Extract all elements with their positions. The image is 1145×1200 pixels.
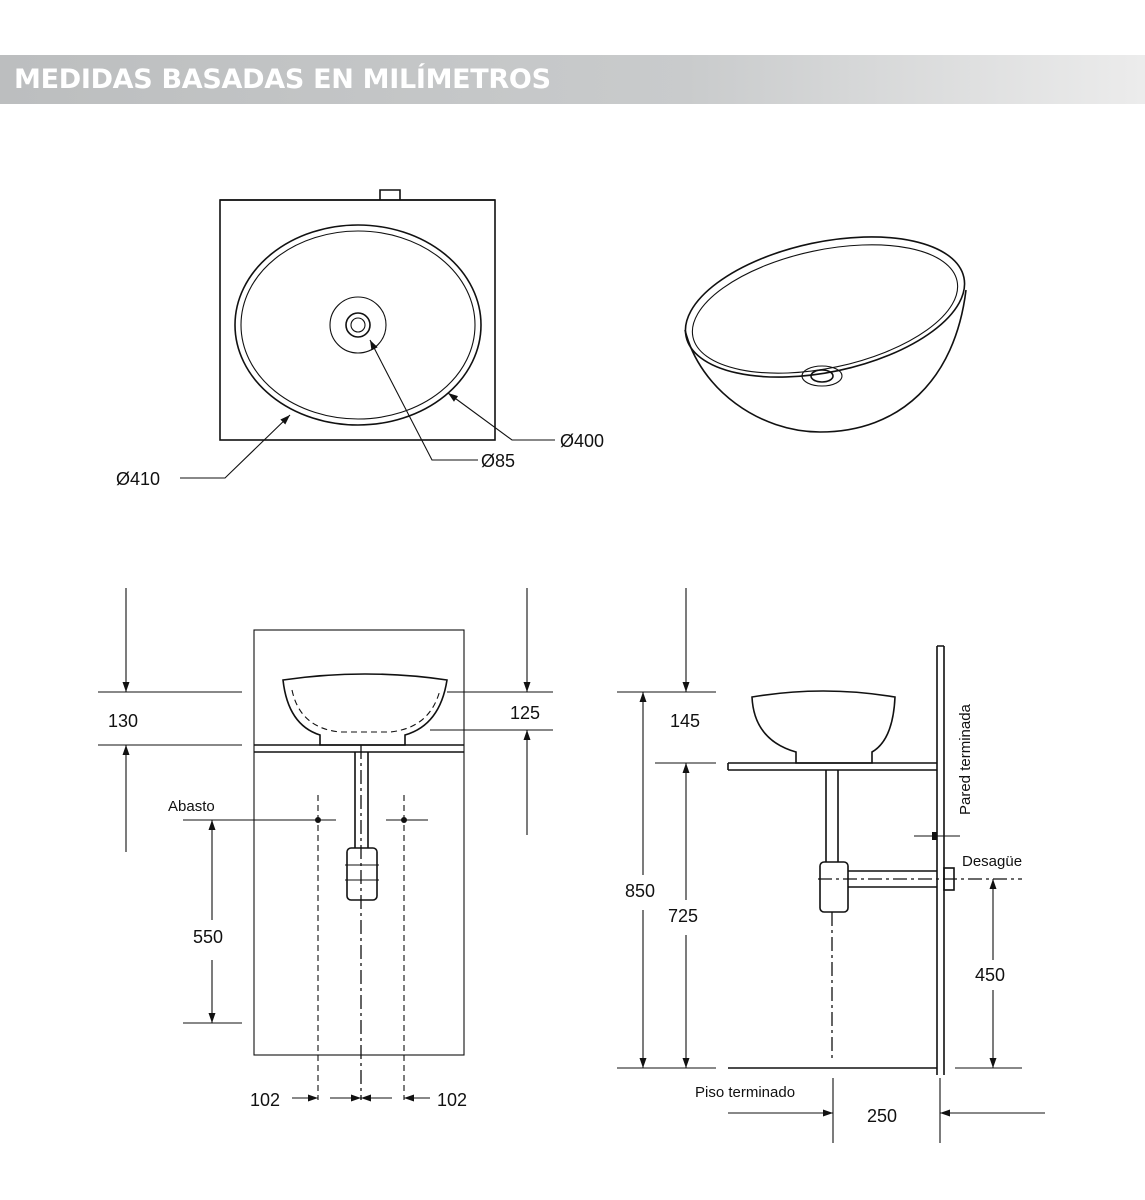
side-view: Desagüe Pared terminada 450 145 725 850 … xyxy=(617,588,1045,1143)
basin xyxy=(282,673,448,746)
countertop xyxy=(254,744,464,753)
dim-d410: Ø410 xyxy=(116,469,160,489)
drain-pipe xyxy=(825,770,839,862)
shelf xyxy=(727,645,944,771)
horizontal-pipe xyxy=(848,870,937,888)
leader-d85 xyxy=(369,339,478,461)
dim-d85: Ø85 xyxy=(481,451,515,471)
wall-panel xyxy=(253,629,465,1056)
dim-102-right: 102 xyxy=(437,1090,467,1110)
top-view: Ø410 Ø85 Ø400 xyxy=(116,189,604,489)
dim-450: 450 xyxy=(975,965,1005,985)
dim-102-left: 102 xyxy=(250,1090,280,1110)
dim-d400: Ø400 xyxy=(560,431,604,451)
dim-125: 125 xyxy=(510,703,540,723)
front-view: 130 125 Abasto 550 102 102 xyxy=(98,588,553,1110)
drain-outer xyxy=(801,365,843,387)
basin-inner-rim xyxy=(240,230,476,420)
drain-center xyxy=(350,317,366,333)
dim-130: 130 xyxy=(108,711,138,731)
wall xyxy=(936,646,945,1075)
basin xyxy=(751,690,896,764)
trap xyxy=(346,847,378,901)
faucet-hole xyxy=(220,189,495,201)
countertop-outline xyxy=(219,199,496,441)
floor-label: Piso terminado xyxy=(695,1084,795,1101)
wall-label: Pared terminada xyxy=(957,703,974,815)
page-title: MEDIDAS BASADAS EN MILÍMETROS xyxy=(14,64,551,95)
basin-outer-rim xyxy=(234,224,482,426)
drain-inner xyxy=(810,369,834,383)
dim-145: 145 xyxy=(670,711,700,731)
trap xyxy=(819,861,849,913)
supply-label: Abasto xyxy=(168,798,215,815)
leader-d400 xyxy=(447,392,555,441)
dim-725: 725 xyxy=(668,906,698,926)
drain-outer xyxy=(329,296,387,354)
perspective-view xyxy=(684,236,967,433)
dim-550: 550 xyxy=(193,927,223,947)
drain-ring xyxy=(345,312,371,338)
dim-850: 850 xyxy=(625,881,655,901)
header-banner: MEDIDAS BASADAS EN MILÍMETROS xyxy=(0,55,1145,104)
leader-d410 xyxy=(180,414,291,479)
dim-250: 250 xyxy=(867,1106,897,1126)
drain-pipe xyxy=(354,752,369,848)
drain-label: Desagüe xyxy=(962,853,1022,870)
